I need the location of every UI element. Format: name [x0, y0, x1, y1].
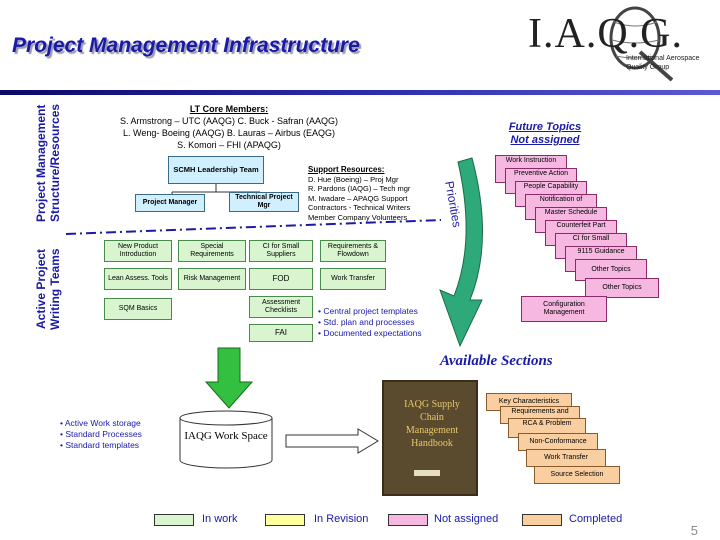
- legend-swatch-in-work: [154, 514, 194, 526]
- team-box: SQM Basics: [104, 298, 172, 320]
- legend-in-revision: In Revision: [314, 513, 369, 525]
- future-topic-box: Other Topics: [575, 259, 647, 281]
- team-box: Lean Assess. Tools: [104, 268, 172, 290]
- section-box: Work Transfer: [526, 449, 606, 467]
- logo-text: I.A.Q.G.: [528, 11, 683, 57]
- page-number: 5: [690, 523, 698, 538]
- legend-not-assigned: Not assigned: [434, 513, 499, 525]
- team-box: Special Requirements: [178, 240, 246, 262]
- bullet-item: • Documented expectations: [318, 328, 422, 338]
- team-box: New Product Introduction: [104, 240, 172, 262]
- database-cylinder-icon: [179, 410, 273, 469]
- legend-completed: Completed: [569, 513, 623, 525]
- side-label-structure: Project Management Structure/Resources: [34, 103, 62, 223]
- legend-swatch-not-assigned: [388, 514, 428, 526]
- priorities-arrow-icon: [439, 157, 484, 348]
- org-connector-lines: [171, 184, 261, 200]
- core-members-heading: LT Core Members:: [189, 104, 269, 114]
- handbook-title: IAQG Supply Chain Management Handbook: [404, 399, 460, 449]
- down-arrow-icon: [204, 347, 254, 409]
- support-resources: Support Resources: D. Hue (Boeing) – Pro…: [308, 165, 410, 222]
- storage-bullets: • Active Work storage • Standard Process…: [60, 418, 142, 451]
- section-box: Source Selection: [534, 466, 620, 484]
- available-sections-heading: Available Sections: [440, 353, 553, 369]
- handbook-cover: [382, 380, 478, 496]
- legend-swatch-in-revision: [265, 514, 305, 526]
- logo-subtitle-line: Quality Group: [626, 64, 670, 71]
- bullet-item: • Standard Processes: [60, 429, 142, 439]
- core-member-line: S. Armstrong – UTC (AAQG) C. Buck - Safr…: [119, 116, 339, 126]
- support-line: D. Hue (Boeing) – Proj Mgr: [308, 174, 399, 184]
- future-topics-heading: Future Topics Not assigned: [486, 121, 604, 147]
- support-line: Member Company Volunteers: [308, 212, 408, 222]
- bullet-item: • Standard templates: [60, 440, 140, 450]
- future-heading-line: Future Topics: [508, 121, 582, 133]
- team-box: Risk Management: [178, 268, 246, 290]
- globe-logo-icon: [609, 6, 674, 82]
- separator-dashed-line: [66, 219, 442, 235]
- bullet-item: • Std. plan and processes: [318, 317, 415, 327]
- support-heading: Support Resources:: [308, 165, 385, 174]
- iaqg-logo: [522, 0, 720, 84]
- team-box: Work Transfer: [320, 268, 386, 290]
- bullet-item: • Central project templates: [318, 306, 418, 316]
- team-box: CI for Small Suppliers: [249, 240, 313, 262]
- technical-pm-box: Technical Project Mgr: [229, 192, 299, 212]
- core-members: LT Core Members: S. Armstrong – UTC (AAQ…: [84, 103, 374, 151]
- team-bullets: • Central project templates • Std. plan …: [318, 306, 422, 339]
- support-line: M. Iwadare – APAQG Support: [308, 193, 408, 203]
- workspace-label: IAQG Work Space: [184, 430, 268, 442]
- legend-in-work: In work: [202, 513, 238, 525]
- core-member-line: L. Weng- Boeing (AAQG) B. Lauras – Airbu…: [123, 128, 335, 138]
- support-line: Contractors - Technical Writers: [308, 203, 411, 212]
- bullet-item: • Active Work storage: [60, 418, 141, 428]
- logo-subtitle: International Aerospace Quality Group: [626, 54, 700, 72]
- team-box: FAI: [249, 324, 313, 342]
- team-box: Requirements & Flowdown: [320, 240, 386, 262]
- side-label-teams: Active Project Writing Teams: [34, 248, 62, 330]
- handbook-tag: [414, 470, 440, 476]
- core-member-line: S. Komori – FHI (APAQG): [177, 140, 281, 150]
- logo-subtitle-line: International Aerospace: [626, 55, 700, 62]
- project-manager-box: Project Manager: [135, 194, 205, 212]
- team-box: Assessment Checklists: [249, 296, 313, 318]
- leadership-team-box: SCMH Leadership Team: [168, 156, 264, 184]
- team-box: FOD: [249, 268, 313, 290]
- legend-swatch-completed: [522, 514, 562, 526]
- future-heading-line: Not assigned: [510, 134, 580, 146]
- support-line: R. Pardons (IAQG) – Tech mgr: [308, 184, 411, 193]
- configuration-management-box: Configuration Management: [521, 296, 607, 322]
- page-title: Project Management Infrastructure: [12, 34, 360, 57]
- future-topic-box: Other Topics: [585, 278, 659, 298]
- header-divider: [0, 90, 720, 95]
- right-arrow-icon: [285, 428, 379, 454]
